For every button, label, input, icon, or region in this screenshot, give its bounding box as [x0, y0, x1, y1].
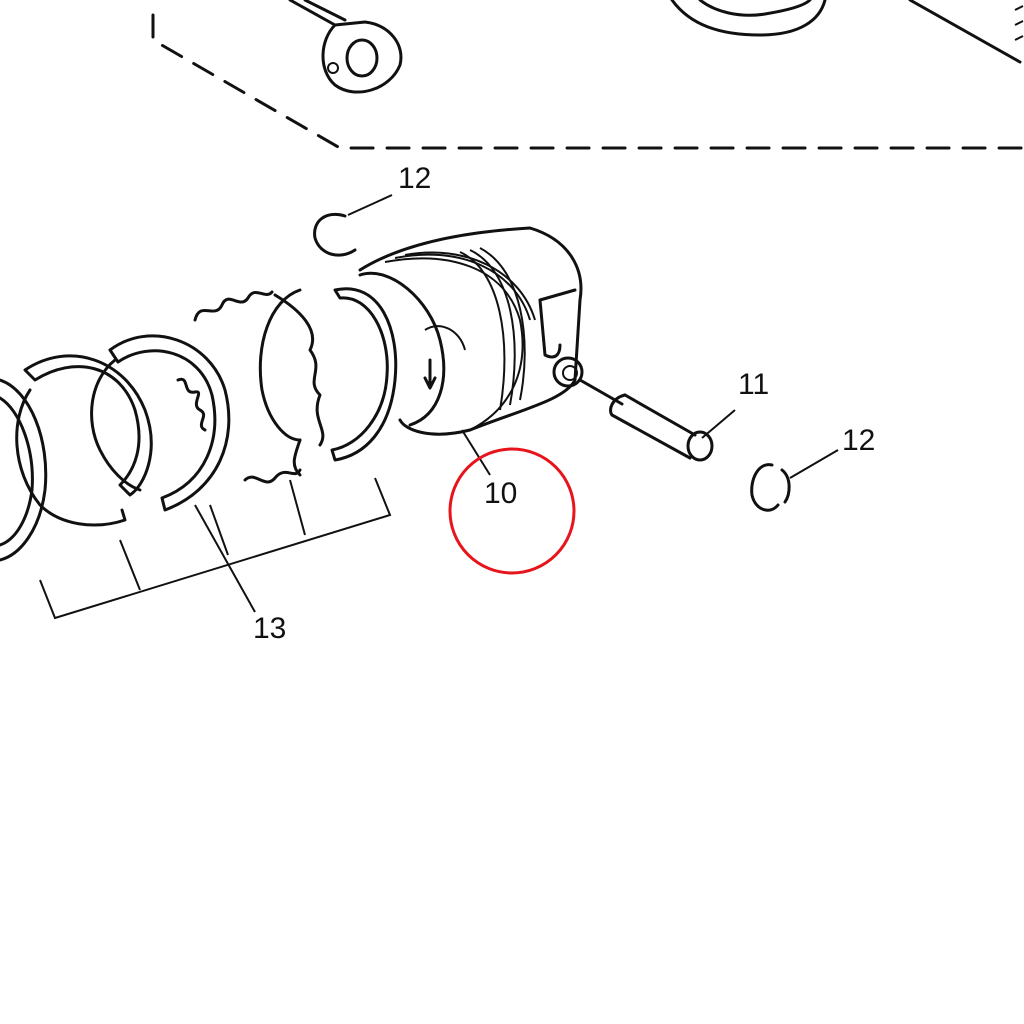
ring-set-bracket	[39, 477, 392, 620]
snap-ring-top	[313, 194, 393, 257]
callout-12-top: 12	[398, 162, 432, 195]
callout-13: 13	[253, 612, 287, 645]
piston	[358, 226, 584, 436]
highlight-circle	[448, 447, 576, 575]
callout-12-right: 12	[842, 424, 876, 457]
piston-leader	[461, 429, 491, 476]
piston-pin	[578, 378, 736, 462]
crank-part	[670, 0, 1024, 64]
callout-11: 11	[738, 368, 770, 401]
callout-10: 10	[484, 477, 518, 510]
snap-ring-right	[750, 449, 839, 512]
piston-rings	[0, 287, 398, 562]
dashed-boundary	[151, 13, 1024, 150]
connecting-rod	[288, 0, 403, 94]
